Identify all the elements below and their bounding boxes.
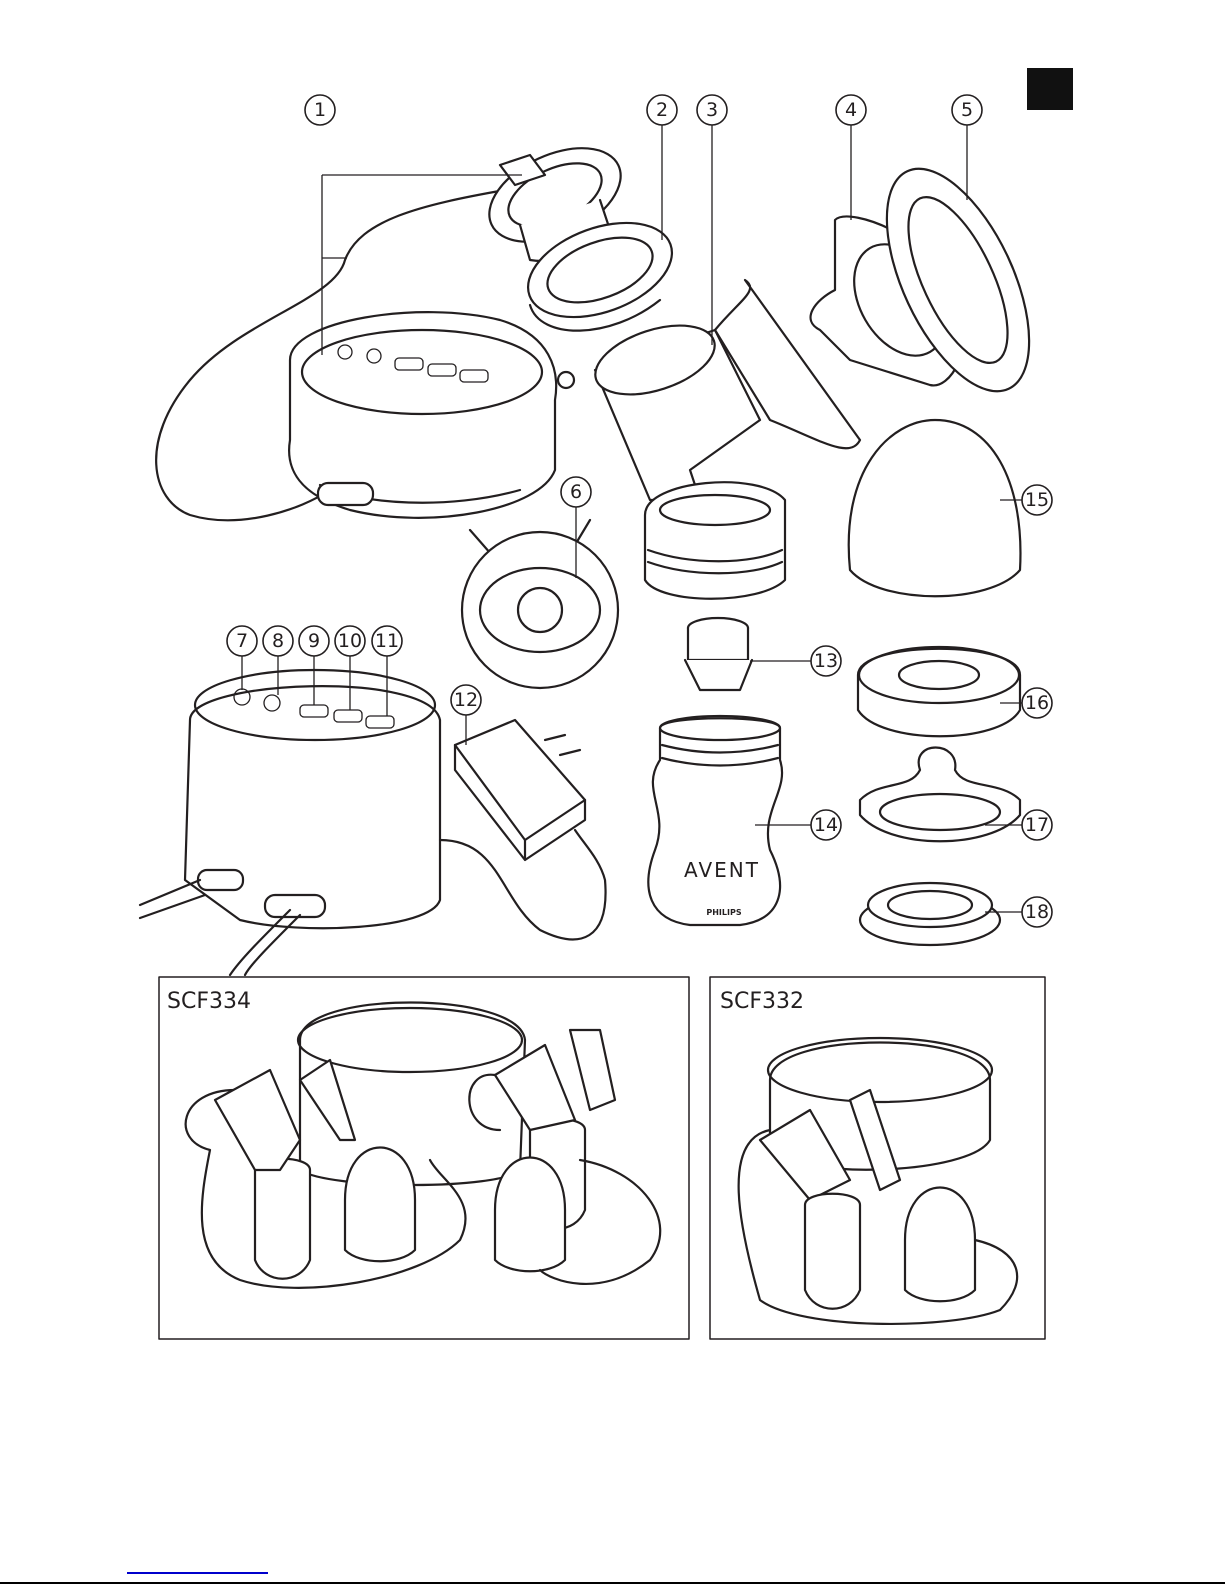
page-bottom-rule [0,1582,1225,1584]
svg-text:2: 2 [656,99,668,121]
callout-5: 5 [951,94,983,126]
callout-9: 9 [298,625,330,657]
motor-underside-detail [460,518,620,690]
power-adapter-illustration [453,718,587,862]
svg-text:9: 9 [308,630,320,652]
callout-7: 7 [226,625,258,657]
callout-16: 16 [1021,687,1053,719]
callout-6: 6 [560,476,592,508]
bottle-brand-logo: AVENT [684,858,760,882]
model-box-scf334 [158,976,690,1340]
teat-illustration [858,746,1022,843]
callout-3: 3 [696,94,728,126]
sealing-disc-illustration [858,881,1002,947]
bottle-illustration: AVENT PHILIPS [647,714,784,927]
screw-ring-illustration [856,645,1022,738]
callout-2: 2 [646,94,678,126]
svg-text:12: 12 [454,689,478,711]
scf334-setup-illustration [184,1001,662,1289]
callout-17: 17 [1021,809,1053,841]
callout-18: 18 [1021,896,1053,928]
svg-text:8: 8 [272,630,284,652]
callout-10: 10 [334,625,366,657]
callout-15: 15 [1021,484,1053,516]
pump-body-illustration [556,278,862,600]
svg-text:18: 18 [1025,901,1049,923]
svg-text:17: 17 [1025,814,1049,836]
callout-11: 11 [371,625,403,657]
valve-illustration [683,616,754,692]
pump-cover-illustration [847,418,1022,598]
svg-text:10: 10 [338,630,362,652]
model-label-scf334: SCF334 [167,989,251,1014]
svg-text:15: 15 [1025,489,1049,511]
callout-14: 14 [810,809,842,841]
callout-12: 12 [450,684,482,716]
language-tab-marker [1027,68,1073,110]
svg-text:1: 1 [314,99,326,121]
svg-text:7: 7 [236,630,248,652]
svg-text:13: 13 [814,650,838,672]
comfort-cushion-illustration [885,167,1031,393]
model-label-scf332: SCF332 [720,989,804,1014]
callout-1: 1 [304,94,336,126]
svg-text:4: 4 [845,99,857,121]
scf332-setup-illustration [737,1036,1019,1326]
svg-text:11: 11 [375,630,399,652]
callout-4: 4 [835,94,867,126]
bottle-maker-logo: PHILIPS [706,908,741,917]
callout-8: 8 [262,625,294,657]
motor-unit-front-illustration [138,668,607,977]
svg-text:6: 6 [570,481,582,503]
callout-13: 13 [810,645,842,677]
hyperlink-underline[interactable] [127,1572,268,1574]
svg-text:5: 5 [961,99,973,121]
svg-text:3: 3 [706,99,718,121]
motor-unit-illustration [155,188,558,522]
model-box-scf332 [709,976,1046,1340]
svg-text:16: 16 [1025,692,1049,714]
svg-text:14: 14 [814,814,838,836]
valve-ring-illustration [526,221,674,332]
